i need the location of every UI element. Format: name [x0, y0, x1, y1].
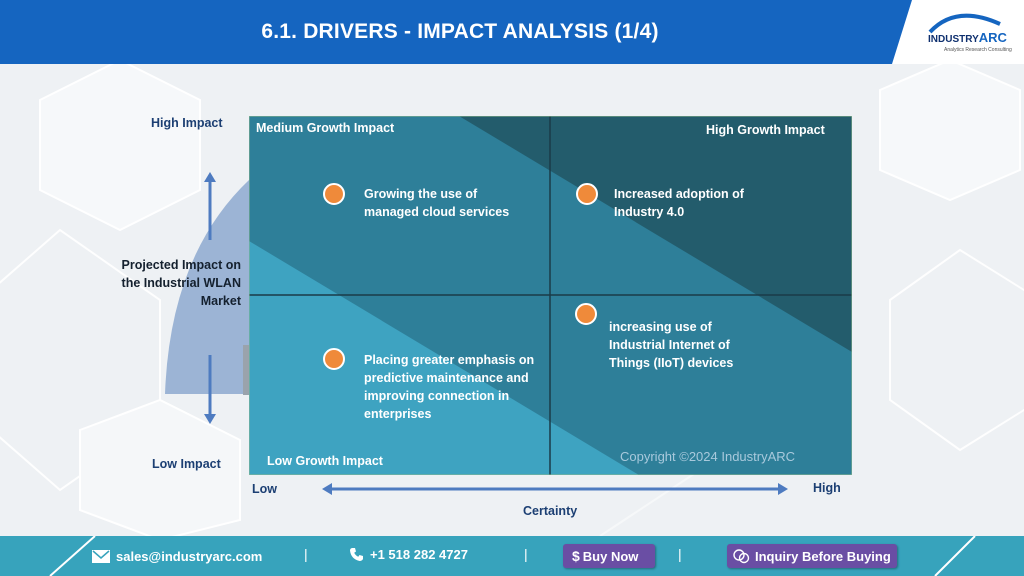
driver-dot-cloud	[323, 183, 345, 205]
footer-separator: |	[524, 546, 528, 562]
email-icon	[92, 550, 110, 563]
driver-dot-iiot	[575, 303, 597, 325]
matrix-dark-region	[459, 116, 852, 352]
quadrant-high-label: High Growth Impact	[706, 123, 825, 137]
x-axis-high-label: High	[813, 481, 841, 495]
buy-now-button[interactable]: $ Buy Now	[563, 544, 655, 568]
dollar-icon: $	[572, 548, 580, 564]
inquiry-button[interactable]: Inquiry Before Buying	[727, 544, 897, 568]
logo-arc-icon	[928, 13, 1001, 34]
driver-iiot-devices: increasing use of Industrial Internet of…	[609, 320, 734, 370]
footer-separator: |	[304, 546, 308, 562]
x-axis-low-label: Low	[252, 482, 277, 496]
y-axis-low-label: Low Impact	[152, 457, 221, 471]
buy-now-label: Buy Now	[582, 548, 639, 564]
chat-icon	[733, 548, 750, 563]
page-title: 6.1. DRIVERS - IMPACT ANALYSIS (1/4)	[261, 20, 659, 43]
matrix-light-region	[249, 241, 639, 475]
header-bar: 6.1. DRIVERS - IMPACT ANALYSIS (1/4) IND…	[0, 0, 1024, 64]
logo-accent: ARC	[978, 30, 1007, 45]
impact-matrix	[249, 116, 852, 475]
phone-icon	[350, 548, 363, 561]
logo-main: INDUSTRY	[928, 34, 979, 45]
driver-cloud-services: Growing the use of managed cloud service…	[364, 187, 510, 219]
driver-dot-industry40	[576, 183, 598, 205]
footer-phone-link[interactable]: +1 518 282 4727	[370, 547, 468, 562]
y-axis-title: Projected Impact on the Industrial WLAN …	[121, 258, 241, 308]
logo-tagline: Analytics Research Consulting	[944, 47, 1012, 53]
quadrant-medium-label: Medium Growth Impact	[256, 121, 395, 135]
footer-separator: |	[678, 546, 682, 562]
driver-dot-predictive	[323, 348, 345, 370]
logo: INDUSTRYARC	[928, 30, 1007, 45]
driver-predictive-maintenance: Placing greater emphasis on predictive m…	[364, 353, 535, 421]
y-axis-arrows	[204, 172, 216, 424]
inquiry-label: Inquiry Before Buying	[755, 548, 891, 564]
logo-panel	[892, 0, 1024, 64]
x-axis-arrow	[322, 483, 788, 495]
quadrant-low-label: Low Growth Impact	[267, 454, 383, 468]
copyright-watermark: Copyright ©2024 IndustryARC	[620, 449, 796, 464]
y-axis-high-label: High Impact	[151, 116, 223, 130]
driver-industry-40: Increased adoption of Industry 4.0	[614, 187, 744, 219]
x-axis-title: Certainty	[523, 504, 578, 518]
footer-email-link[interactable]: sales@industryarc.com	[116, 549, 263, 564]
footer-decoration	[49, 536, 976, 576]
